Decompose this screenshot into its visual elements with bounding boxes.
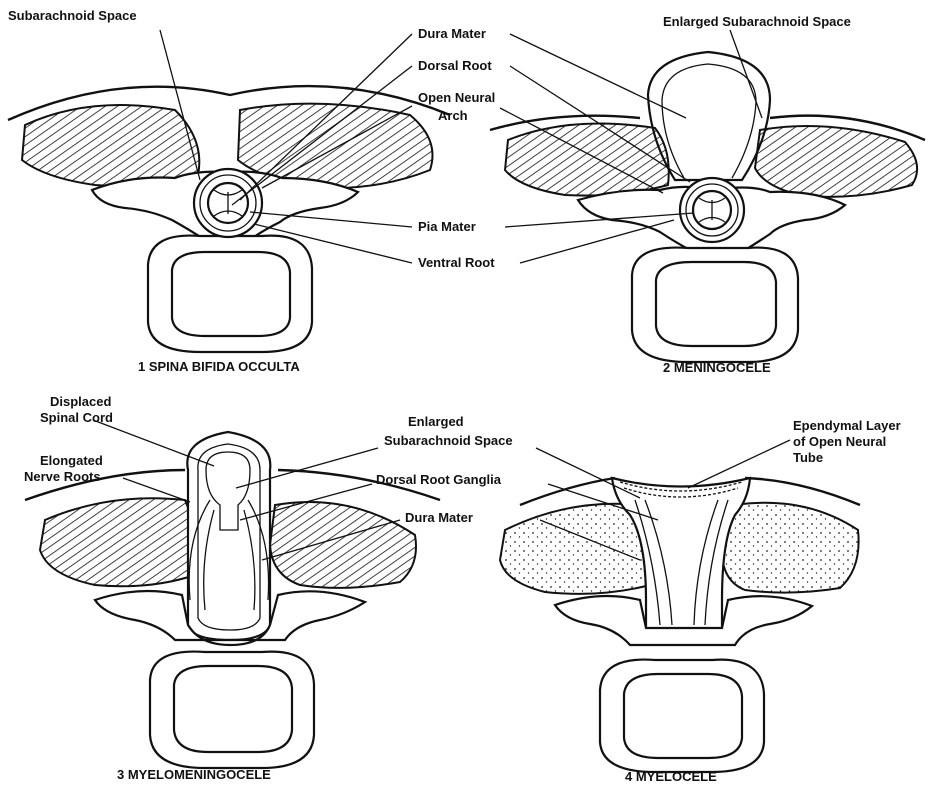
muscle-left [22,105,199,186]
label-elongated-roots-2: Nerve Roots [24,469,101,484]
label-subarachnoid-space: Subarachnoid Space [8,8,137,23]
panel-myelocele [500,478,860,772]
sac [187,432,270,640]
label-enlarged-subarachnoid-1: Enlarged [408,414,464,429]
label-open-neural-arch-1: Open Neural [418,90,495,105]
label-dura-mater-mid: Dura Mater [405,510,473,525]
label-ventral-root: Ventral Root [418,255,495,270]
muscle-left [505,124,669,196]
panel-meningocele [490,52,925,362]
label-dura-mater: Dura Mater [418,26,486,41]
muscle-right [722,503,859,593]
label-elongated-roots-1: Elongated [40,453,103,468]
label-dorsal-root: Dorsal Root [418,58,492,73]
vertebral-body-inner [172,252,290,336]
label-enlarged-subarachnoid-space: Enlarged Subarachnoid Space [663,14,851,29]
label-dorsal-root-ganglia: Dorsal Root Ganglia [376,472,502,487]
caption-panel-1: 1 SPINA BIFIDA OCCULTA [138,359,300,374]
label-ependymal-2: of Open Neural [793,434,886,449]
vertebral-body-inner [174,666,292,752]
label-open-neural-arch-2: Arch [438,108,468,123]
label-enlarged-subarachnoid-2: Subarachnoid Space [384,433,513,448]
caption-panel-2: 2 MENINGOCELE [663,360,771,375]
label-displaced-cord-1: Displaced [50,394,111,409]
muscle-right [755,126,917,197]
caption-panel-4: 4 MYELOCELE [625,769,717,784]
muscle-left [40,498,196,586]
label-ependymal-1: Ependymal Layer [793,418,901,433]
vertebral-body-inner [656,262,776,346]
panel-spina-bifida-occulta [8,86,450,352]
label-ependymal-3: Tube [793,450,823,465]
muscle-right [270,502,416,588]
caption-panel-3: 3 MYELOMENINGOCELE [117,767,271,782]
vertebral-body-inner [624,674,742,758]
label-pia-mater: Pia Mater [418,219,476,234]
label-displaced-cord-2: Spinal Cord [40,410,113,425]
